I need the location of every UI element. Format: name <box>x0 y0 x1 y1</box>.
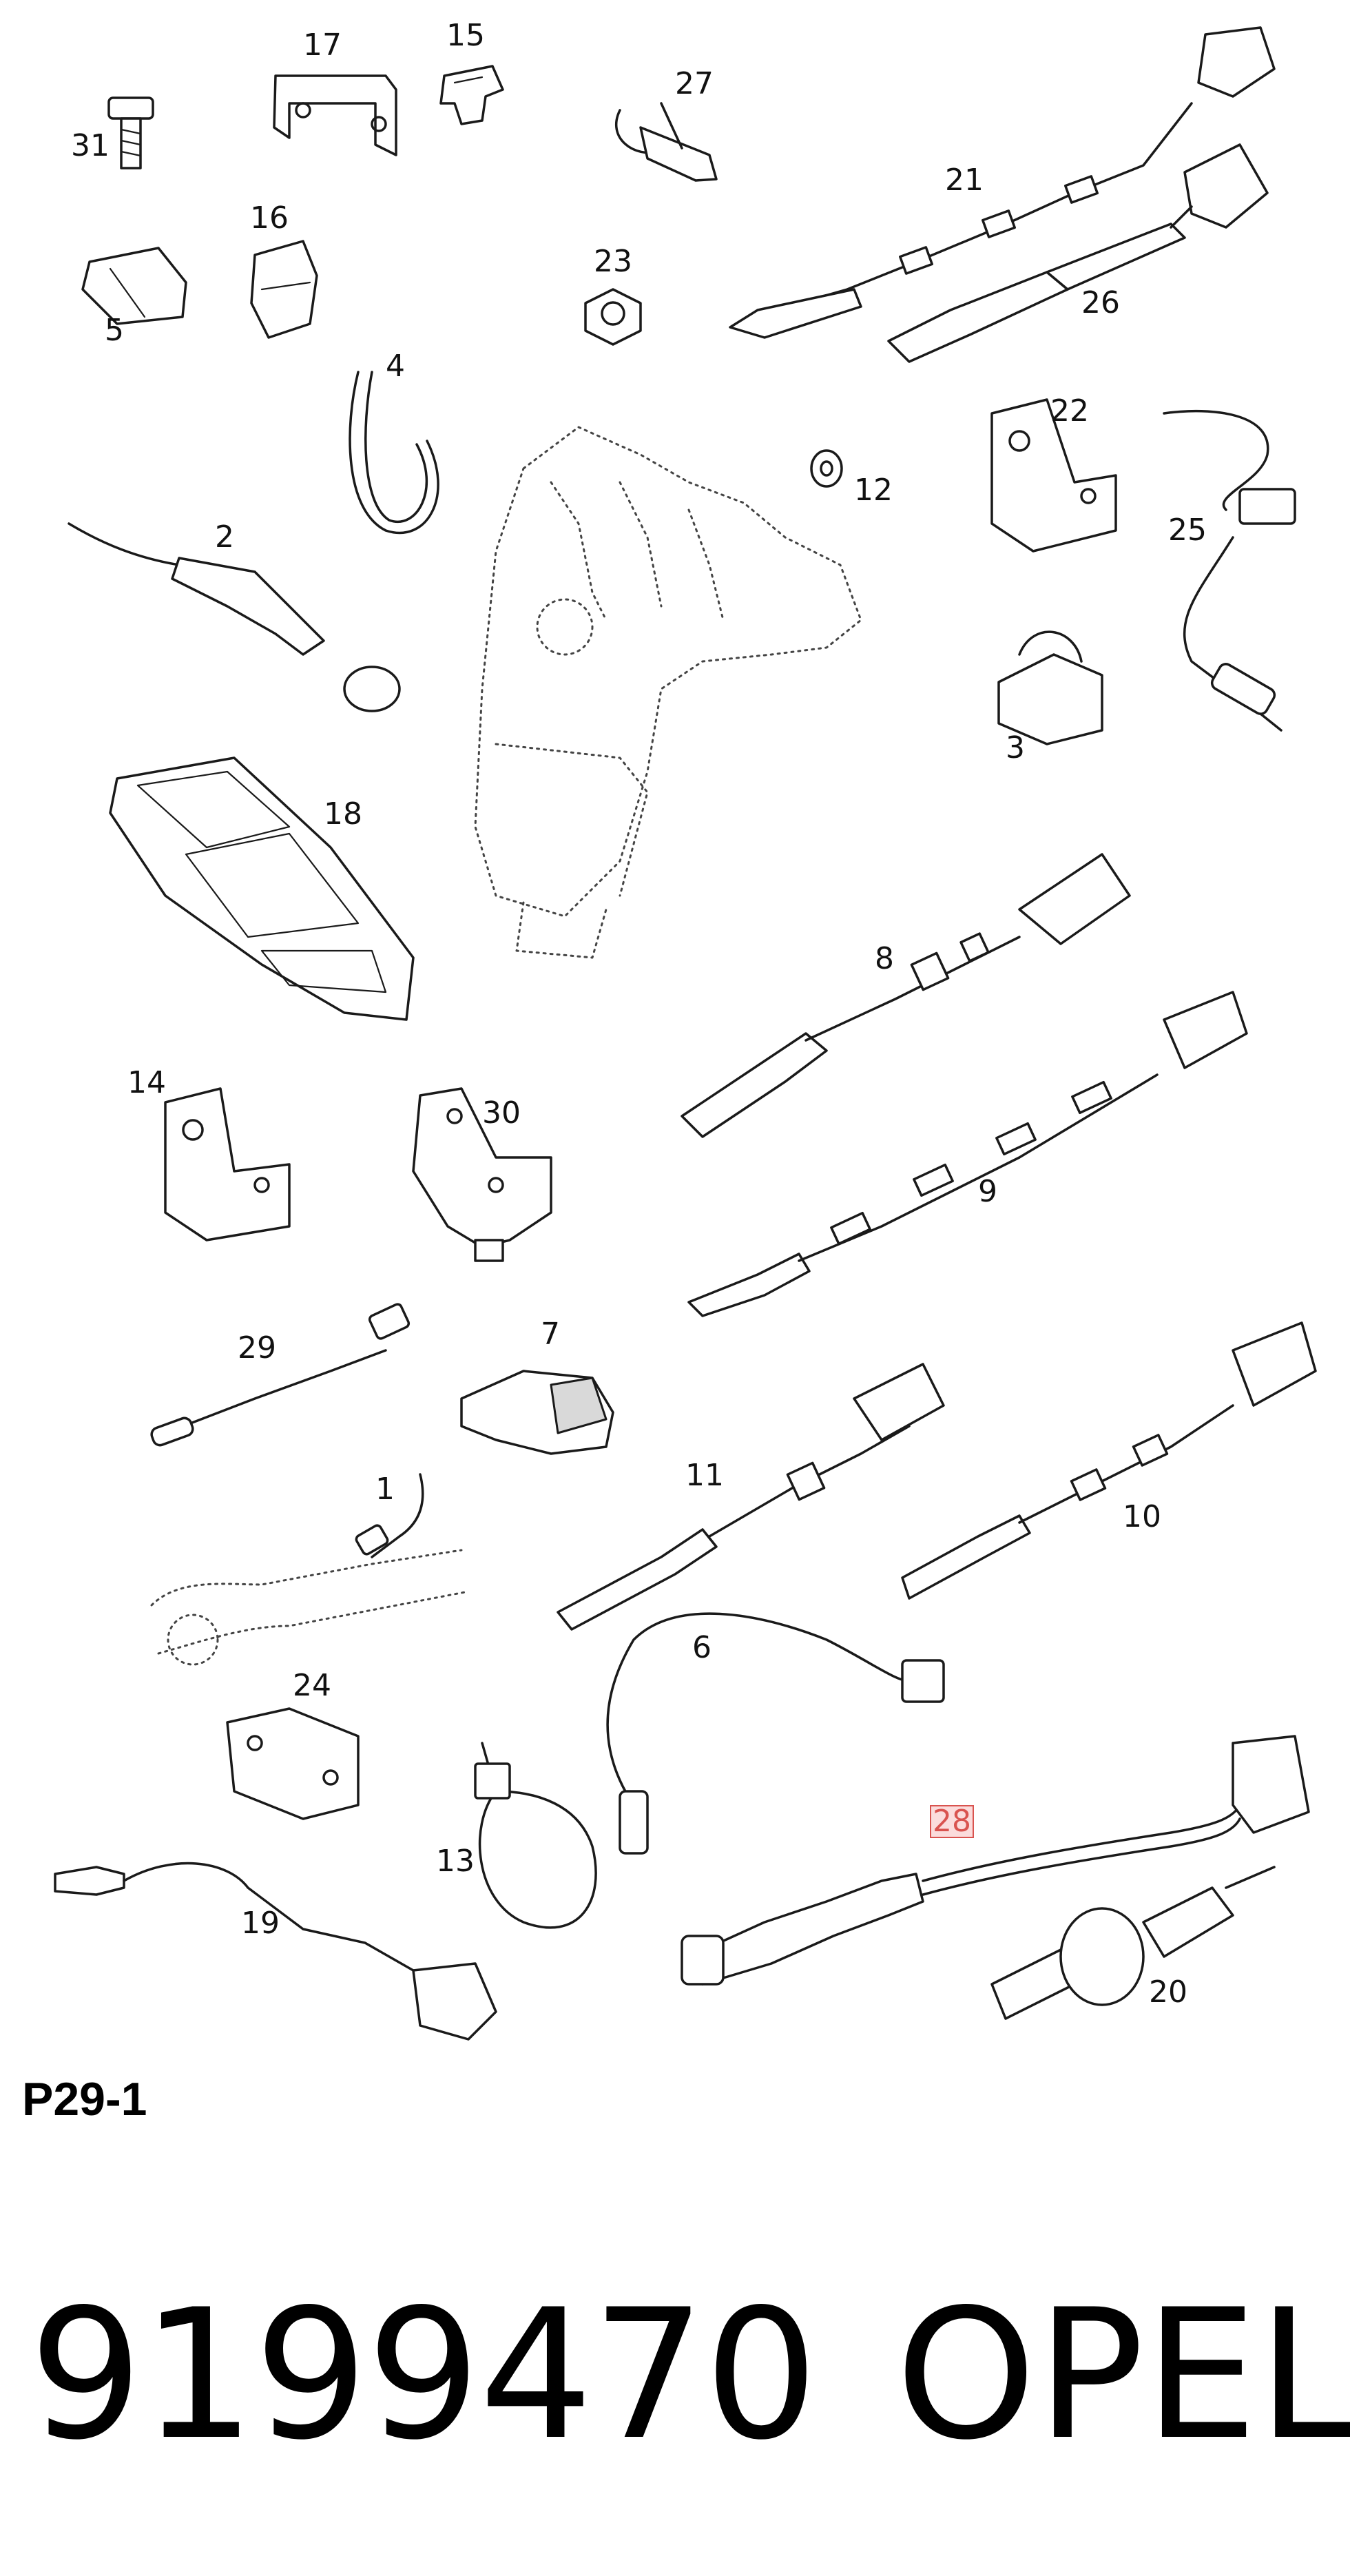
part-2-oxygen-sensor <box>68 522 401 712</box>
part-27-clip <box>614 102 718 182</box>
callout-28-highlighted[interactable]: 28 <box>930 1804 974 1839</box>
callout-9[interactable]: 9 <box>978 1174 997 1209</box>
callout-21[interactable]: 21 <box>945 163 984 198</box>
part-22-bracket <box>990 398 1117 553</box>
part-21-oxygen-sensor <box>729 26 1276 339</box>
callout-16[interactable]: 16 <box>250 200 289 236</box>
callout-6[interactable]: 6 <box>692 1630 712 1665</box>
part-number: 9199470 <box>29 2271 818 2480</box>
callout-11[interactable]: 11 <box>685 1458 724 1493</box>
callout-4[interactable]: 4 <box>386 349 405 384</box>
part-8-oxygen-sensor <box>681 853 1131 1138</box>
callout-5[interactable]: 5 <box>105 313 124 348</box>
callout-20[interactable]: 20 <box>1149 1975 1187 2010</box>
section-code: P29-1 <box>22 2073 147 2125</box>
part-10-oxygen-sensor <box>901 1321 1317 1600</box>
part-9-oxygen-sensor <box>687 991 1248 1317</box>
part-18-panel <box>109 756 415 1021</box>
callout-26[interactable]: 26 <box>1081 285 1120 320</box>
callout-23[interactable]: 23 <box>594 244 632 279</box>
part-25-oxygen-sensor <box>1163 409 1296 732</box>
part-19-oxygen-sensor <box>54 1862 497 2041</box>
part-14-bracket <box>164 1087 291 1241</box>
callout-25[interactable]: 25 <box>1168 513 1207 548</box>
part-3-clip <box>997 630 1103 745</box>
part-29-oxygen-sensor <box>150 1303 411 1447</box>
part-7-connector <box>460 1370 614 1455</box>
callout-19[interactable]: 19 <box>241 1906 280 1941</box>
part-30-bracket <box>412 1087 552 1262</box>
callout-15[interactable]: 15 <box>446 18 485 53</box>
callout-7[interactable]: 7 <box>541 1317 560 1352</box>
part-16-clip <box>250 240 318 339</box>
exploded-parts-diagram <box>54 26 1317 2041</box>
part-15-clip <box>439 65 504 125</box>
part-20-oxygen-sensor <box>990 1866 1276 2020</box>
part-28-oxygen-sensor <box>681 1735 1310 1986</box>
callout-14[interactable]: 14 <box>127 1065 166 1100</box>
callout-12[interactable]: 12 <box>854 473 893 508</box>
callout-30[interactable]: 30 <box>482 1095 521 1131</box>
callout-1[interactable]: 1 <box>375 1472 395 1507</box>
part-23-nut <box>584 288 642 346</box>
callout-27[interactable]: 27 <box>675 66 714 101</box>
part-6-oxygen-sensor <box>606 1612 945 1855</box>
callout-31[interactable]: 31 <box>71 128 110 163</box>
part-26-oxygen-sensor <box>887 143 1269 363</box>
brand-name: OPEL <box>895 2271 1350 2480</box>
part-31-bolt <box>107 96 154 169</box>
callout-3[interactable]: 3 <box>1006 730 1025 765</box>
callout-18[interactable]: 18 <box>324 796 362 832</box>
part-11-oxygen-sensor <box>557 1363 945 1631</box>
exhaust-manifold-catalyst <box>474 426 862 959</box>
callout-22[interactable]: 22 <box>1050 393 1089 429</box>
part-1-oxygen-sensor <box>150 1473 470 1666</box>
part-13-cable-tie <box>474 1742 597 1929</box>
part-12-washer <box>810 449 843 488</box>
part-4-strap <box>349 371 439 535</box>
callout-13[interactable]: 13 <box>436 1844 475 1879</box>
callout-29[interactable]: 29 <box>238 1330 276 1366</box>
callout-8[interactable]: 8 <box>875 941 894 976</box>
part-17-bracket <box>273 74 397 156</box>
callout-10[interactable]: 10 <box>1123 1499 1161 1534</box>
callout-24[interactable]: 24 <box>293 1668 331 1703</box>
part-5-clip <box>81 247 187 325</box>
callout-17[interactable]: 17 <box>303 28 342 63</box>
part-24-bracket <box>226 1707 360 1820</box>
callout-2[interactable]: 2 <box>215 519 234 555</box>
